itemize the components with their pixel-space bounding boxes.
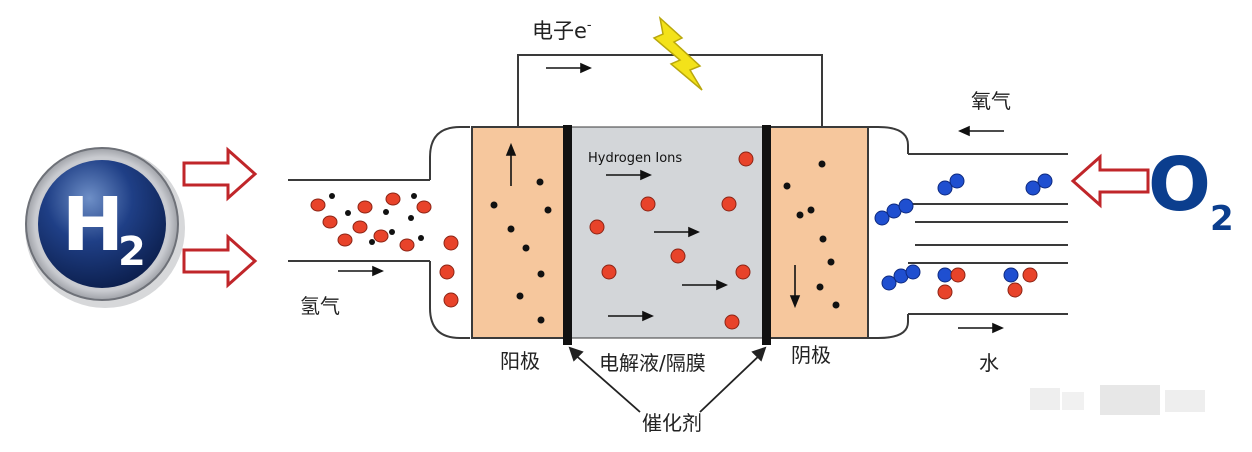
oxygen-inlet-arrow-icon xyxy=(1070,153,1150,209)
catalyst-pointers xyxy=(568,346,767,413)
electron-label: 电子e- xyxy=(532,18,592,43)
oxygen-gas-label: 氧气 xyxy=(971,89,1011,113)
anode-plate xyxy=(471,126,569,339)
o2-badge-sub: 2 xyxy=(1210,199,1234,239)
hydrogen-inlet-particles xyxy=(310,192,459,308)
water-molecules xyxy=(881,264,1038,300)
water-label: 水 xyxy=(979,351,999,375)
hydrogen-ions-label: Hydrogen Ions xyxy=(588,151,682,166)
catalyst-label: 催化剂 xyxy=(642,411,702,435)
o2-badge: O 2 xyxy=(1148,142,1234,239)
lightning-icon xyxy=(652,15,703,91)
anode-electrons xyxy=(490,178,552,324)
cell-body xyxy=(288,54,1068,339)
cathode-electrons xyxy=(783,160,840,309)
cathode-plate xyxy=(765,126,869,339)
watermark-blur xyxy=(1030,385,1205,415)
h2-badge-sub: 2 xyxy=(118,229,146,275)
oxygen-molecules xyxy=(874,173,1053,226)
h2-badge: H 2 xyxy=(25,147,185,308)
hydrogen-gas-label: 氢气 xyxy=(300,294,340,318)
anode-label: 阳极 xyxy=(500,349,540,373)
proton-particles xyxy=(589,151,754,330)
o2-badge-main: O xyxy=(1148,142,1211,228)
electrolyte-label: 电解液/隔膜 xyxy=(599,351,706,375)
inlet-arrow-icon xyxy=(182,146,258,289)
flow-arrow-icon xyxy=(338,62,1004,334)
catalyst-layer-left xyxy=(563,125,572,345)
cathode-label: 阴极 xyxy=(791,343,831,367)
h2-badge-main: H xyxy=(62,182,124,268)
catalyst-layer-right xyxy=(762,125,771,345)
